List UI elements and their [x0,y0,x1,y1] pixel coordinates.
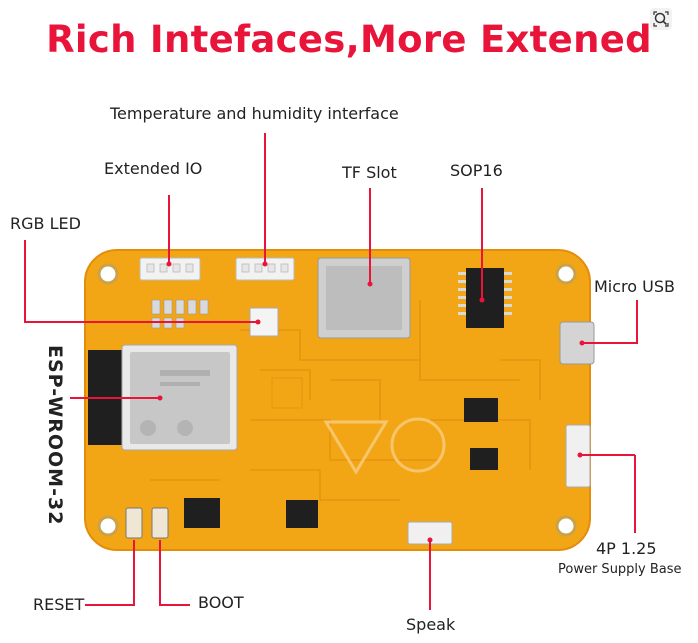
label-reset: RESET [33,595,85,614]
reset-button-part [125,507,143,539]
label-power-base-line1: 4P 1.25 [596,539,657,558]
label-boot: BOOT [198,593,244,612]
silkscreen-logo [323,420,389,475]
headline: Rich Intefaces,More Extened [46,18,652,61]
sop16-chip [466,268,504,328]
label-temperature-humidity: Temperature and humidity interface [110,104,399,123]
callout-dots [157,261,585,543]
label-power-base-line2: Power Supply Base [558,562,682,577]
label-speak: Speak [406,615,456,634]
zoom-icon [653,11,669,27]
mounting-holes [97,263,577,537]
callout-lines [24,133,638,610]
boot-button-part [151,507,169,539]
label-rgb-led: RGB LED [10,214,81,233]
label-micro-usb: Micro USB [594,277,675,296]
label-tf-slot: TF Slot [342,163,397,182]
label-sop16: SOP16 [450,161,503,180]
label-esp-wroom-32: ESP-WROOM-32 [44,345,66,526]
traces [150,300,541,501]
pcb-board [84,249,591,551]
label-extended-io: Extended IO [104,159,203,178]
zoom-button[interactable] [650,8,672,30]
